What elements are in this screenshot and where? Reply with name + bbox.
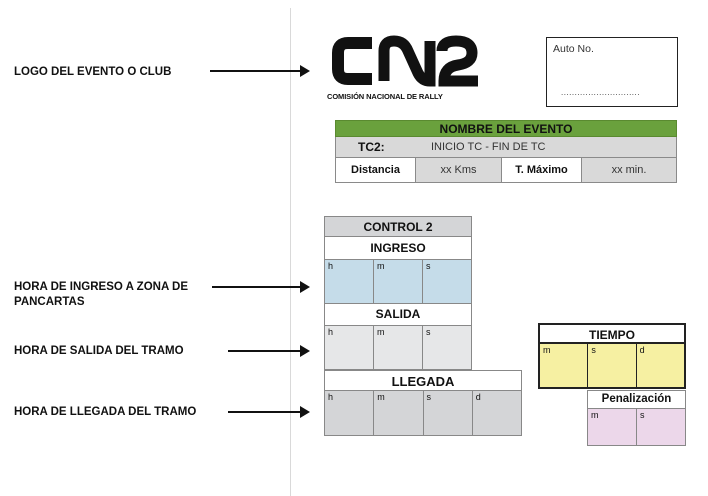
tiempo-m-cell[interactable]: m (540, 344, 589, 387)
salida-header: SALIDA (324, 304, 472, 326)
penalizacion-cells: m s (587, 408, 686, 446)
cnr-logo (332, 33, 482, 89)
auto-number-line: ............................. (561, 88, 640, 97)
event-title: NOMBRE DEL EVENTO (335, 120, 677, 137)
llegada-d-cell[interactable]: d (475, 392, 481, 402)
tmax-value: xx min. (582, 158, 676, 182)
arrow-right-icon (212, 281, 310, 293)
ingreso-header: INGRESO (324, 237, 472, 260)
annotation-salida: HORA DE SALIDA DEL TRAMO (14, 345, 184, 357)
annotation-llegada: HORA DE LLEGADA DEL TRAMO (14, 406, 197, 418)
salida-cells: h m s (324, 326, 472, 370)
page-divider (290, 8, 291, 496)
event-tc-row: TC2: INICIO TC - FIN DE TC (335, 137, 677, 158)
salida-m-cell[interactable]: m (374, 326, 423, 369)
annotation-logo: LOGO DEL EVENTO O CLUB (14, 66, 172, 78)
arrow-right-icon (228, 345, 310, 357)
salida-h-cell[interactable]: h (325, 326, 374, 369)
tiempo-d-cell[interactable]: d (639, 345, 645, 355)
tc-label: TC2: (358, 140, 385, 154)
penalizacion-m-cell[interactable]: m (588, 409, 637, 445)
penalizacion-s-cell[interactable]: s (640, 410, 645, 420)
salida-s-cell[interactable]: s (426, 327, 431, 337)
auto-number-label: Auto No. (553, 43, 594, 55)
distancia-value: xx Kms (416, 158, 502, 182)
arrow-right-icon (210, 65, 310, 77)
tc-value: INICIO TC - FIN DE TC (431, 141, 546, 153)
control-title: CONTROL 2 (324, 216, 472, 237)
cnr-logo-mark (332, 35, 478, 87)
tiempo-header: TIEMPO (538, 323, 686, 344)
llegada-m-cell[interactable]: m (374, 391, 424, 435)
ingreso-m-cell[interactable]: m (374, 260, 423, 303)
penalizacion-header: Penalización (587, 390, 686, 408)
llegada-h-cell[interactable]: h (325, 391, 375, 435)
llegada-cells: h m s d (324, 391, 522, 436)
llegada-s-cell[interactable]: s (424, 391, 473, 435)
tmax-label: T. Máximo (502, 158, 582, 182)
ingreso-s-cell[interactable]: s (426, 261, 431, 271)
ingreso-cells: h m s (324, 260, 472, 304)
distancia-label: Distancia (336, 158, 416, 182)
annotation-ingreso: HORA DE INGRESO A ZONA DE PANCARTAS (14, 281, 188, 308)
llegada-header: LLEGADA (324, 370, 522, 391)
logo-subtitle: COMISIÓN NACIONAL DE RALLY (327, 92, 443, 101)
arrow-right-icon (228, 406, 310, 418)
event-distance-row: Distancia xx Kms T. Máximo xx min. (335, 158, 677, 183)
auto-number-box[interactable]: Auto No. ............................. (546, 37, 678, 107)
tiempo-s-cell[interactable]: s (588, 344, 637, 387)
ingreso-h-cell[interactable]: h (325, 260, 374, 303)
tiempo-cells: m s d (538, 344, 686, 389)
